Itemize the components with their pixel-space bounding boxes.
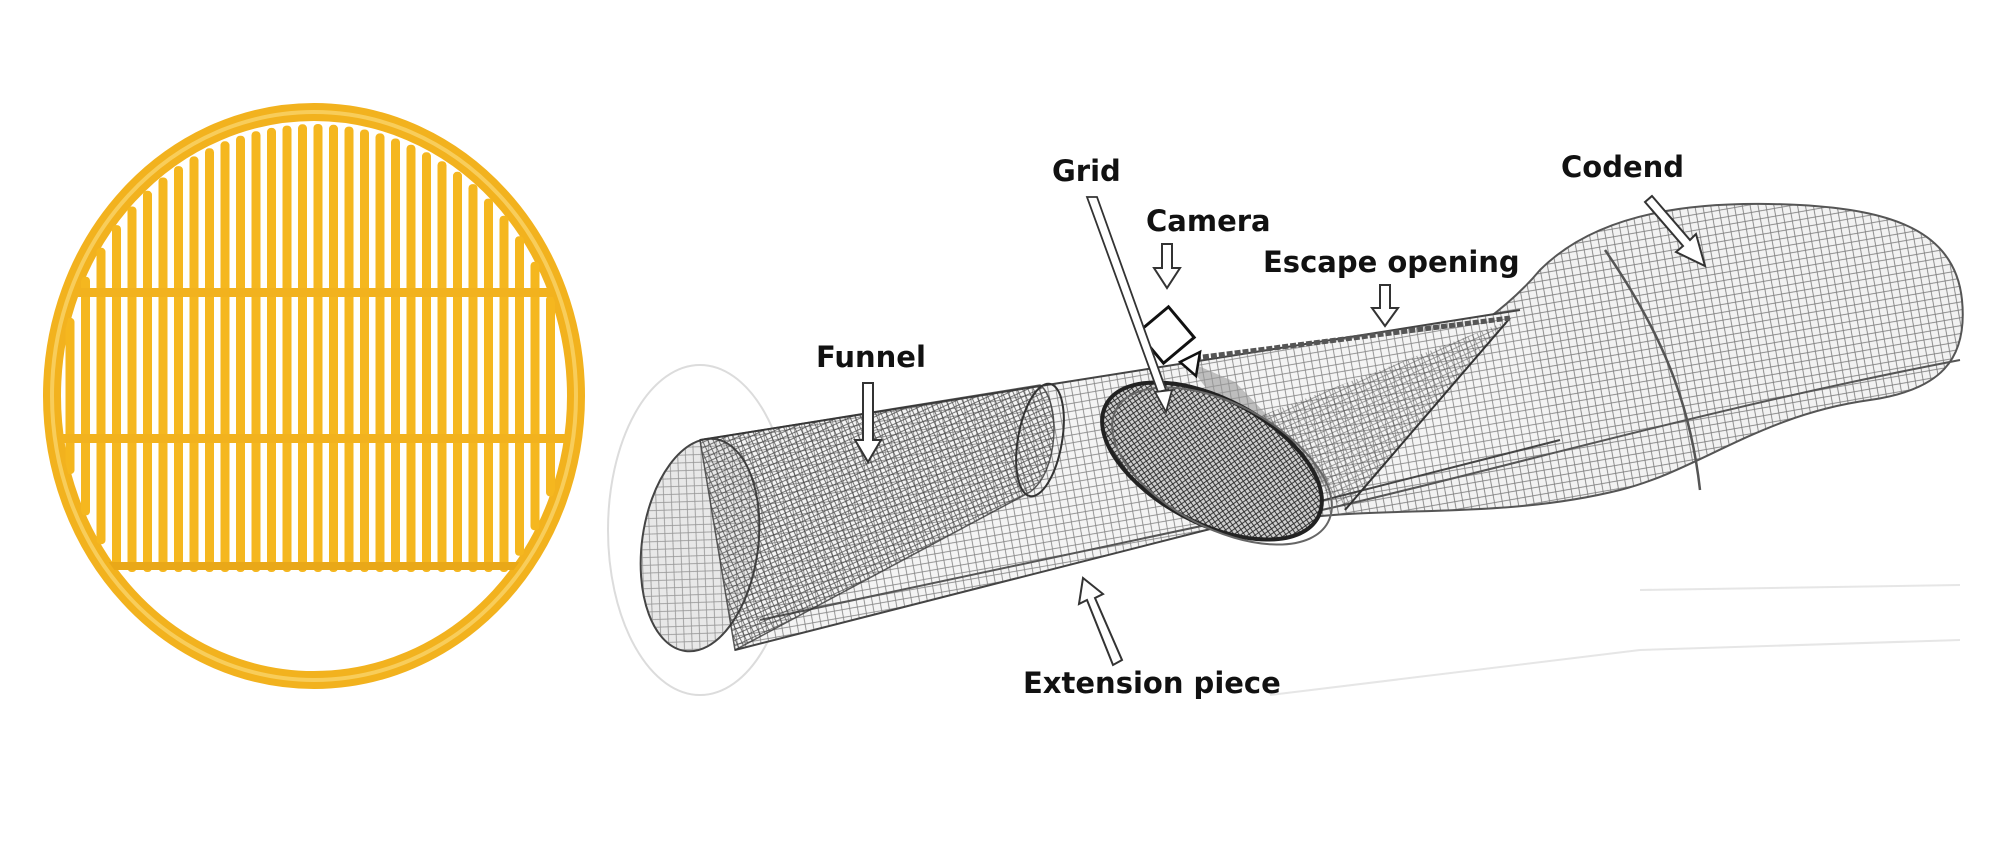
grid-bar [282, 125, 292, 572]
arrow-escape-opening [1370, 284, 1400, 328]
grid-bars [65, 124, 555, 573]
grid-bar [515, 236, 524, 556]
grid-bar [391, 138, 400, 572]
grid-bar [437, 161, 447, 572]
arrow-extension-piece [1077, 576, 1124, 667]
grid-bar [499, 215, 509, 572]
grid-bar [143, 190, 152, 573]
grid-bar [127, 206, 137, 572]
arrow-codend [1643, 194, 1707, 268]
grid-bar [329, 124, 338, 573]
label-funnel: Funnel [816, 340, 926, 374]
grid-bar [189, 156, 199, 572]
grid-bar [484, 198, 493, 572]
grid-bar [236, 135, 245, 572]
label-extension-piece: Extension piece [1023, 666, 1281, 700]
label-escape-opening: Escape opening [1263, 245, 1520, 279]
escape-opening-line [1194, 315, 1511, 361]
grid-cross-bars [58, 288, 570, 570]
background-residue [1269, 584, 1961, 696]
grid-bar [344, 126, 354, 572]
grid-bar [174, 166, 183, 572]
grid-bar [422, 152, 431, 573]
grid-bar [81, 276, 90, 516]
grid-bar [313, 124, 323, 572]
label-camera: Camera [1146, 204, 1271, 238]
grid-bar [406, 144, 416, 572]
label-codend: Codend [1561, 150, 1684, 184]
funnel [699, 384, 1055, 652]
grid-bar [112, 225, 121, 567]
grid-photo [43, 103, 585, 689]
grid-bar [453, 171, 462, 573]
grid-bar [546, 295, 555, 497]
label-grid: Grid [1052, 154, 1121, 188]
grid-frame-highlight [50, 110, 578, 682]
grid-bar [360, 129, 369, 572]
grid-bar [220, 141, 230, 573]
grid-bar [267, 127, 276, 573]
labels: Grid Camera Escape opening Codend Funnel… [816, 150, 1707, 700]
arrow-funnel [853, 382, 883, 464]
grid-bar [530, 261, 540, 531]
grid-bar [251, 131, 261, 572]
grid-bar [205, 148, 214, 572]
grid-bar [96, 247, 106, 545]
grid-bar [468, 184, 478, 572]
grid-bar [158, 177, 168, 572]
grid-bar [65, 317, 75, 475]
net-diagram [607, 202, 1964, 696]
arrow-camera [1152, 243, 1182, 290]
grid-bar [298, 124, 307, 573]
grid-bar [375, 133, 385, 572]
